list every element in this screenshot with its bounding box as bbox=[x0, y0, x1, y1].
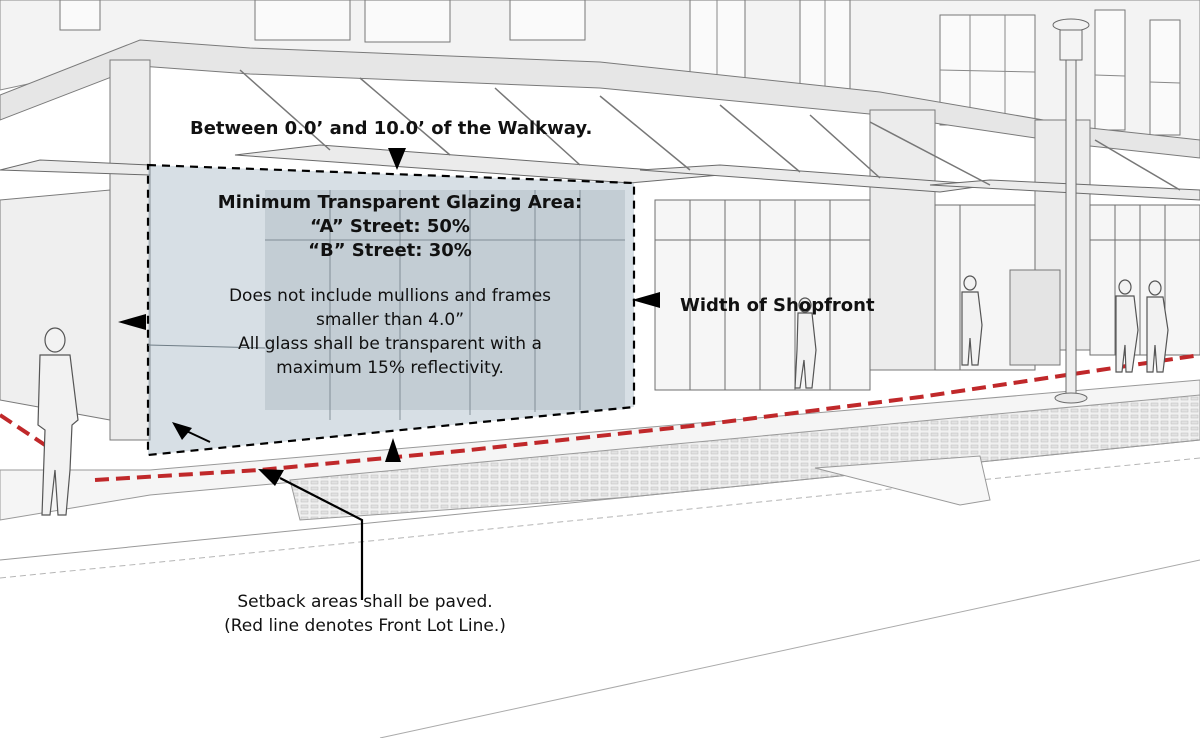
top-arrow-icon bbox=[388, 148, 406, 170]
setback-note-line-2: (Red line denotes Front Lot Line.) bbox=[224, 616, 506, 636]
front-lot-line bbox=[0, 353, 1200, 482]
glazing-note-line-1: Does not include mullions and frames bbox=[228, 286, 552, 306]
glazing-b-street: “B” Street: 30% bbox=[308, 240, 472, 261]
glazing-a-street: “A” Street: 50% bbox=[310, 216, 470, 237]
leader-lines bbox=[172, 422, 364, 600]
pedestrian-left bbox=[37, 327, 79, 516]
walkway-label: Between 0.0’ and 10.0’ of the Walkway. bbox=[190, 118, 593, 139]
annotation-arrows bbox=[118, 148, 660, 462]
canopy-rods bbox=[239, 69, 1181, 191]
pedestrian-right-2 bbox=[1115, 279, 1139, 373]
glazing-note-line-2: smaller than 4.0” bbox=[315, 310, 464, 330]
glazing-note-line-3: All glass shall be transparent with a bbox=[238, 334, 542, 354]
glazing-title: Minimum Transparent Glazing Area: bbox=[217, 192, 583, 213]
pedestrians bbox=[37, 275, 1169, 516]
pedestrian-center bbox=[794, 297, 817, 389]
street-lamp bbox=[1052, 18, 1090, 404]
glazing-zone bbox=[146, 163, 636, 457]
right-arrow-icon bbox=[632, 292, 660, 308]
ground bbox=[0, 379, 1200, 738]
shopfronts bbox=[0, 189, 1200, 421]
canopies bbox=[0, 144, 1200, 201]
pedestrian-right-1 bbox=[961, 275, 983, 366]
pedestrian-right-3 bbox=[1146, 280, 1169, 373]
setback-note-line-1: Setback areas shall be paved. bbox=[237, 592, 493, 612]
left-arrow-icon bbox=[118, 314, 146, 330]
zone-arrow-icon bbox=[172, 422, 192, 440]
bottom-arrow-icon bbox=[385, 438, 401, 462]
width-label: Width of Shopfront bbox=[680, 295, 875, 316]
building bbox=[0, 0, 1200, 441]
setback-arrow-icon bbox=[258, 469, 284, 486]
glazing-note-line-4: maximum 15% reflectivity. bbox=[276, 358, 504, 378]
